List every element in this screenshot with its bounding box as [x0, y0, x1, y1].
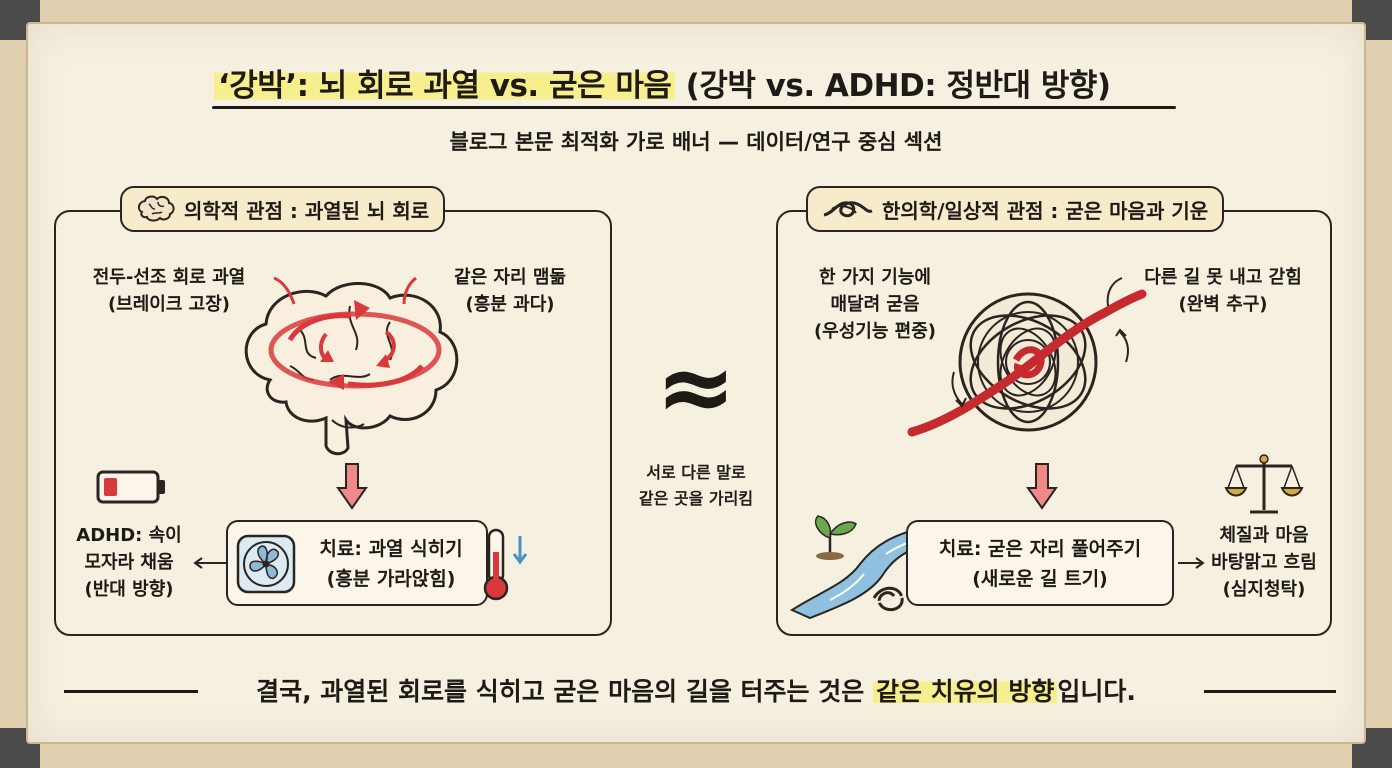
annotation-line: (완벽 추구) [1178, 294, 1268, 315]
note-line: 모자라 채움 [84, 552, 174, 573]
brain-icon [137, 195, 175, 222]
adhd-note: ADHD: 속이 모자라 채움 (반대 방향) [62, 522, 196, 603]
tangled-knot-illustration [907, 289, 1147, 437]
annotation-line: (브레이크 고장) [107, 294, 231, 315]
right-treatment-box [906, 520, 1174, 606]
left-treatment-text: 치료: 과열 식히기 (흥분 가라앉힘) [296, 534, 486, 594]
title-rest: (강박 vs. ADHD: 정반대 방향) [685, 68, 1111, 104]
balance-note: 체질과 마음 바탕맑고 흐림 (심지청탁) [1196, 522, 1332, 603]
subtitle: 블로그 본문 최적화 가로 배너 — 데이터/연구 중심 섹션 [449, 130, 943, 154]
annotation-line: 매달려 굳음 [830, 294, 920, 315]
note-line: 체질과 마음 [1219, 525, 1309, 546]
footer-rule-left [64, 690, 198, 693]
right-annotation-right: 다른 길 못 내고 갇힘 (완벽 추구) [1118, 264, 1328, 318]
low-battery-icon [96, 470, 165, 504]
annotation-line: (우성기능 편중) [813, 321, 937, 342]
footer-text: 결국, 과열된 회로를 식히고 굳은 마음의 길을 터주는 것은 [256, 677, 873, 706]
title-block: ‘강박’: 뇌 회로 과열 vs. 굳은 마음 (강박 vs. ADHD: 정반… [196, 50, 1196, 110]
note-line: (반대 방향) [84, 579, 174, 600]
title-underline [212, 106, 1176, 109]
footer-rule-right [1204, 690, 1336, 693]
page-title: ‘강박’: 뇌 회로 과열 vs. 굳은 마음 (강박 vs. ADHD: 정반… [214, 60, 1111, 105]
left-pointing-arrow-icon [193, 557, 230, 569]
annotation-line: 다른 길 못 내고 갇힘 [1144, 267, 1302, 288]
note-line: 바탕맑고 흐림 [1211, 552, 1317, 573]
annotation-connectors [273, 276, 417, 305]
left-annotation-right: 같은 자리 맴돎 (흥분 과다) [420, 264, 600, 318]
footer-conclusion: 결국, 과열된 회로를 식히고 굳은 마음의 길을 터주는 것은 같은 치유의 … [0, 672, 1392, 708]
left-annotation-left: 전두-선조 회로 과열 (브레이크 고장) [64, 264, 274, 318]
right-panel-label: 한의학/일상적 관점 : 굳은 마음과 기운 [806, 186, 1225, 232]
footer-text-end: 입니다. [1057, 677, 1136, 706]
paper-sheet [26, 22, 1366, 744]
fan-icon [236, 534, 296, 594]
treatment-line: (새로운 길 트기) [972, 568, 1108, 590]
annotation-line: 한 가지 기능에 [819, 267, 931, 288]
right-treatment-text: 치료: 굳은 자리 풀어주기 (새로운 길 트기) [906, 534, 1174, 594]
knot-icon [823, 201, 873, 218]
right-pointing-arrow-icon [1178, 557, 1205, 569]
annotation-line: 같은 자리 맴돎 [454, 267, 566, 288]
right-panel-title: 한의학/일상적 관점 : 굳은 마음과 기운 [882, 198, 1209, 223]
footer-highlight: 같은 치유의 방향 [872, 677, 1058, 706]
note-line: ADHD: 속이 [76, 525, 182, 546]
treatment-line: 치료: 굳은 자리 풀어주기 [938, 538, 1142, 560]
annotation-line: 전두-선조 회로 과열 [92, 267, 246, 288]
down-arrow-icon [336, 463, 368, 510]
treatment-line: (흥분 가라앉힘) [326, 568, 456, 590]
balance-scale-icon [1224, 454, 1304, 514]
left-panel-title: 의학적 관점 : 과열된 뇌 회로 [184, 198, 430, 223]
down-arrow-icon [1026, 463, 1058, 510]
treatment-line: 치료: 과열 식히기 [319, 538, 463, 560]
brain-illustration [244, 282, 459, 456]
left-panel-label: 의학적 관점 : 과열된 뇌 회로 [120, 186, 446, 232]
thermometer-icon [483, 528, 528, 601]
right-annotation-left: 한 가지 기능에 매달려 굳음 (우성기능 편중) [790, 264, 960, 345]
middle-caption: 서로 다른 말로 같은 곳을 가리킴 [606, 460, 786, 512]
note-line: (심지청탁) [1222, 579, 1306, 600]
approx-symbol: ≈ [655, 331, 737, 443]
caption-line: 같은 곳을 가리킴 [638, 489, 754, 508]
annotation-line: (흥분 과다) [465, 294, 555, 315]
caption-line: 서로 다른 말로 [646, 463, 746, 482]
annotation-connector [1106, 277, 1123, 307]
title-highlight: ‘강박’: 뇌 회로 과열 vs. 굳은 마음 [214, 68, 676, 104]
